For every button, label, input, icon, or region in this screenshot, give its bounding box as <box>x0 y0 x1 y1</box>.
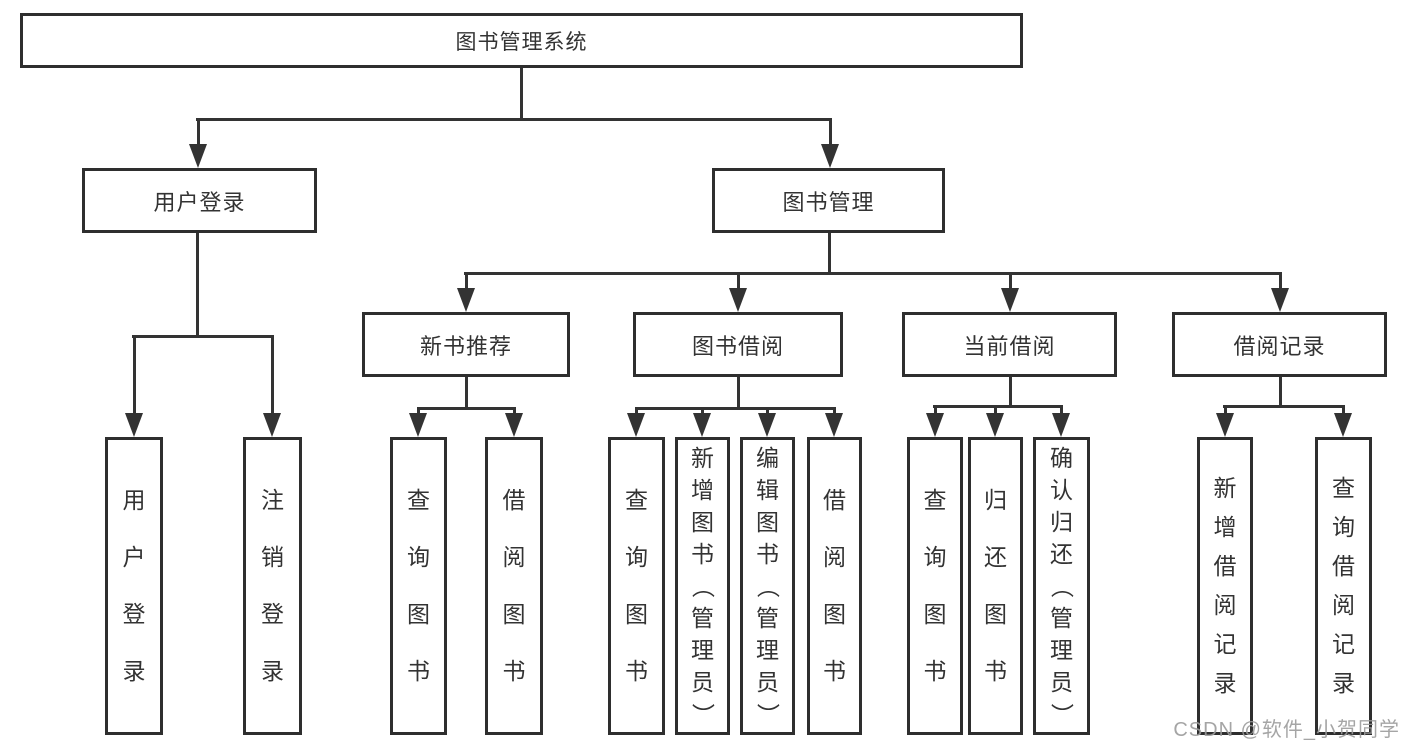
node-current-borrowing: 当前借阅 <box>902 312 1117 377</box>
connector-line <box>133 335 136 413</box>
connector-line <box>1342 405 1345 415</box>
connector-line <box>829 118 832 145</box>
arrow-icon <box>505 413 523 437</box>
connector-line <box>196 118 832 121</box>
arrow-icon <box>457 288 475 312</box>
connector-line <box>464 272 1282 275</box>
arrow-icon <box>263 413 281 437</box>
node-book-borrowing: 图书借阅 <box>633 312 843 377</box>
connector-line <box>132 335 274 338</box>
arrow-icon <box>758 413 776 437</box>
connector-line <box>513 407 516 415</box>
connector-line <box>1279 272 1282 288</box>
connector-line <box>994 405 997 415</box>
connector-line <box>1224 405 1227 415</box>
connector-line <box>766 407 769 415</box>
node-return-books: 归还图书 <box>968 437 1023 735</box>
arrow-icon <box>821 144 839 168</box>
node-query-books-borrowing: 查询图书 <box>608 437 665 735</box>
connector-line <box>1009 377 1012 407</box>
arrow-icon <box>1271 288 1289 312</box>
connector-line <box>635 407 638 415</box>
connector-line <box>833 407 836 415</box>
node-borrow-books-recommend: 借阅图书 <box>485 437 543 735</box>
arrow-icon <box>1216 413 1234 437</box>
connector-line <box>465 377 468 407</box>
arrow-icon <box>1052 413 1070 437</box>
arrow-icon <box>1001 288 1019 312</box>
node-user-login-action: 用户登录 <box>105 437 163 735</box>
node-add-borrow-record: 新增借阅记录 <box>1197 437 1253 735</box>
connector-line <box>701 407 704 415</box>
connector-line <box>197 118 200 145</box>
connector-line <box>1279 377 1282 407</box>
arrow-icon <box>729 288 747 312</box>
node-query-books-current: 查询图书 <box>907 437 963 735</box>
node-add-book-admin: 新增图书（管理员） <box>675 437 730 735</box>
connector-line <box>465 272 468 288</box>
node-borrow-books-borrowing: 借阅图书 <box>807 437 862 735</box>
node-book-management: 图书管理 <box>712 168 945 233</box>
connector-line <box>417 407 516 410</box>
arrow-icon <box>409 413 427 437</box>
arrow-icon <box>693 413 711 437</box>
connector-line <box>271 335 274 413</box>
node-new-book-recommend: 新书推荐 <box>362 312 570 377</box>
connector-line <box>635 407 836 410</box>
watermark: CSDN @软件_小贺同学 <box>1173 719 1400 741</box>
arrow-icon <box>125 413 143 437</box>
arrow-icon <box>986 413 1004 437</box>
connector-line <box>737 377 740 407</box>
arrow-icon <box>926 413 944 437</box>
arrow-icon <box>825 413 843 437</box>
connector-line <box>1223 405 1345 408</box>
connector-line <box>1060 405 1063 415</box>
connector-line <box>417 407 420 415</box>
node-library-management-system: 图书管理系统 <box>20 13 1023 68</box>
arrow-icon <box>1334 413 1352 437</box>
connector-line <box>934 405 937 415</box>
node-edit-book-admin: 编辑图书（管理员） <box>740 437 795 735</box>
connector-line <box>828 233 831 272</box>
node-logout-action: 注销登录 <box>243 437 302 735</box>
node-user-login: 用户登录 <box>82 168 317 233</box>
node-borrow-records: 借阅记录 <box>1172 312 1387 377</box>
arrow-icon <box>627 413 645 437</box>
connector-line <box>196 233 199 335</box>
node-query-borrow-record: 查询借阅记录 <box>1315 437 1372 735</box>
node-confirm-return-admin: 确认归还（管理员） <box>1033 437 1090 735</box>
connector-line <box>520 68 523 118</box>
connector-line <box>1009 272 1012 288</box>
arrow-icon <box>189 144 207 168</box>
connector-line <box>737 272 740 288</box>
node-query-books-recommend: 查询图书 <box>390 437 447 735</box>
connector-line <box>933 405 1063 408</box>
